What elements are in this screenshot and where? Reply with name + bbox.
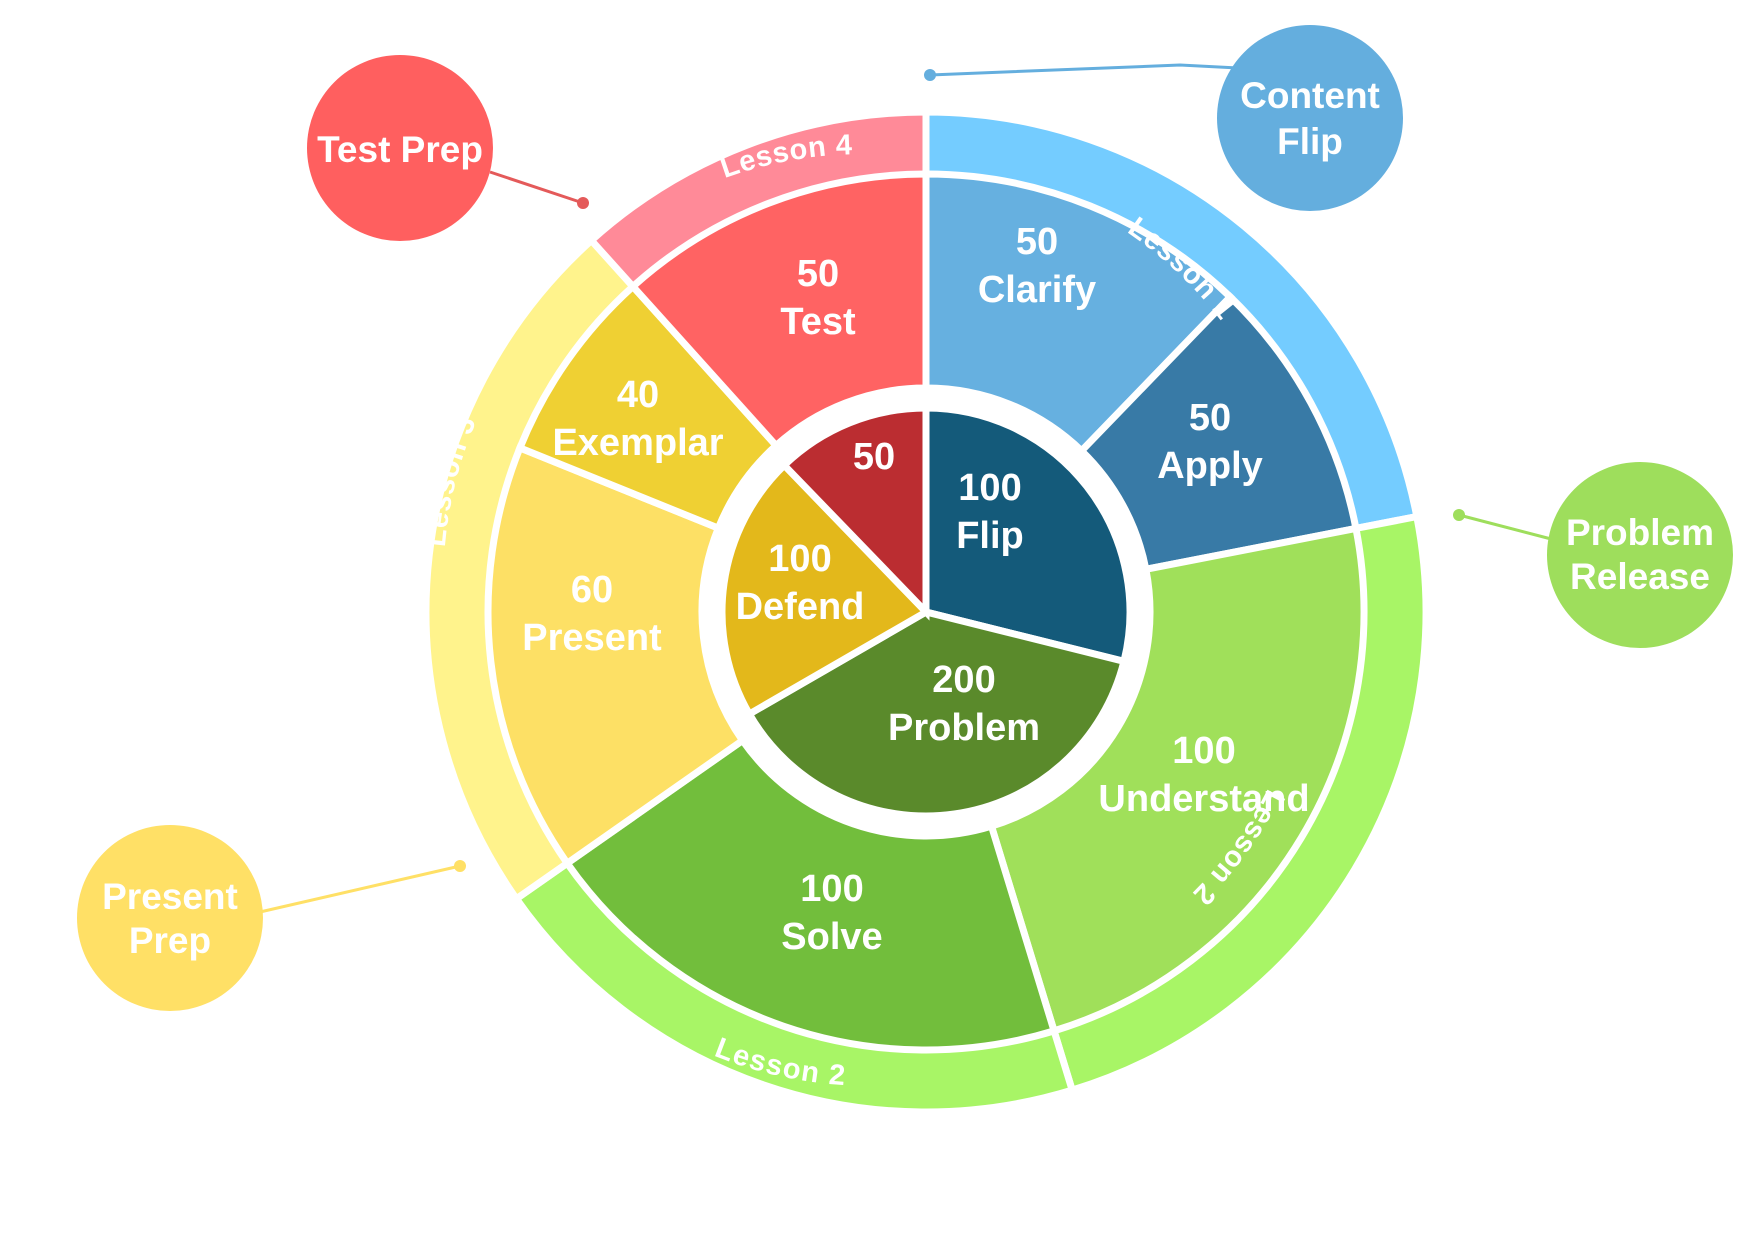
defend-label: Defend <box>736 586 865 628</box>
present-label: Present <box>522 617 662 659</box>
understand-label: Understand <box>1098 778 1309 820</box>
content-flip-line-2: Flip <box>1277 121 1343 162</box>
test-core-segment[interactable] <box>779 404 930 621</box>
test-prep-connector-dot <box>577 197 589 209</box>
core-pie-labels: 100 Flip 200 Problem 100 Defend 50 <box>736 436 1040 749</box>
test-prep-connector <box>489 170 584 205</box>
test-prep-bubble[interactable] <box>307 55 493 241</box>
problem-value: 200 <box>932 659 995 701</box>
flip-label: Flip <box>956 515 1024 557</box>
present-prep-connector-dot <box>454 860 466 872</box>
content-flip-bubble[interactable] <box>1217 25 1403 211</box>
outer-separator-ring <box>485 171 1367 1053</box>
problem-release-callout[interactable]: Problem Release <box>1547 462 1733 648</box>
problem-release-connector <box>1458 513 1556 542</box>
apply-label: Apply <box>1157 445 1263 487</box>
test-label: Test <box>780 301 856 343</box>
defend-value: 100 <box>768 538 831 580</box>
present-prep-connector <box>259 864 461 914</box>
test-prep-callout[interactable]: Test Prep <box>307 55 493 241</box>
apply-value: 50 <box>1189 397 1231 439</box>
solve-label: Solve <box>781 916 882 958</box>
problem-release-line-1: Problem <box>1566 512 1714 553</box>
present-prep-callout[interactable]: Present Prep <box>77 825 263 1011</box>
problem-release-line-2: Release <box>1570 556 1710 597</box>
clarify-label: Clarify <box>978 269 1096 311</box>
flip-segment[interactable] <box>922 404 1134 666</box>
problem-release-bubble[interactable] <box>1547 462 1733 648</box>
content-flip-line-1: Content <box>1240 75 1380 116</box>
content-flip-connector-dot <box>924 69 936 81</box>
present-value: 60 <box>571 569 613 611</box>
present-prep-bubble[interactable] <box>77 825 263 1011</box>
present-prep-line-1: Present <box>102 876 238 917</box>
activity-labels: 50 Clarify 50 Apply 100 Understand 100 S… <box>522 221 1309 958</box>
test-value: 50 <box>797 253 839 295</box>
callout-connectors <box>259 63 1556 914</box>
exemplar-label: Exemplar <box>552 422 723 464</box>
clarify-value: 50 <box>1016 221 1058 263</box>
present-prep-line-2: Prep <box>129 920 211 961</box>
problem-label: Problem <box>888 707 1040 749</box>
content-flip-callout[interactable]: Content Flip <box>1217 25 1403 211</box>
core-pie <box>718 404 1134 820</box>
content-flip-connector <box>929 63 1239 77</box>
understand-value: 100 <box>1172 730 1235 772</box>
flip-value: 100 <box>958 467 1021 509</box>
test-core-value: 50 <box>853 436 895 478</box>
solve-value: 100 <box>800 868 863 910</box>
defend-segment[interactable] <box>718 460 932 719</box>
test-prep-line-1: Test Prep <box>317 129 483 170</box>
problem-release-connector-dot <box>1453 509 1465 521</box>
exemplar-value: 40 <box>617 374 659 416</box>
